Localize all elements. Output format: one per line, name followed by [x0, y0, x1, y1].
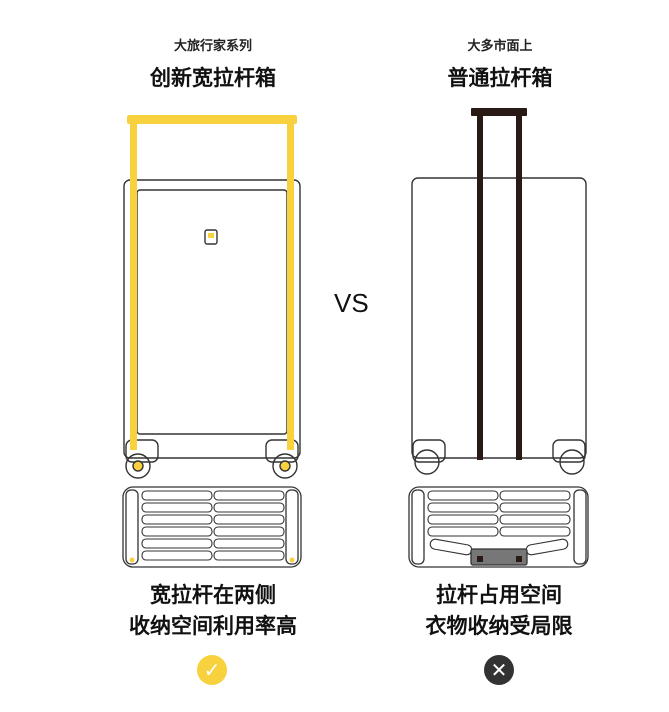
left-interior-top-view [122, 486, 302, 568]
left-subtitle: 大旅行家系列 [173, 39, 252, 54]
right-narrow-handle [471, 108, 527, 460]
left-caption: 宽拉杆在两侧 收纳空间利用率高 [73, 580, 353, 642]
right-caption: 拉杆占用空间 衣物收纳受局限 [359, 580, 639, 642]
check-icon: ✓ [197, 655, 227, 685]
left-suitcase-panel [136, 189, 288, 435]
right-title: 普通拉杆箱 [447, 66, 553, 90]
right-suitcase-illustration [411, 177, 587, 475]
left-caption-line1: 宽拉杆在两侧 [150, 583, 276, 607]
left-caption-line2: 收纳空间利用率高 [129, 614, 297, 638]
left-suitcase-body [123, 179, 301, 459]
right-wheel-icon [559, 449, 585, 475]
right-interior-top-view [408, 486, 589, 568]
right-caption-line1: 拉杆占用空间 [436, 583, 562, 607]
cross-icon: ✕ [484, 655, 514, 685]
left-wheel-icon [125, 453, 151, 479]
left-title: 创新宽拉杆箱 [150, 66, 276, 90]
left-suitcase-illustration [123, 179, 301, 479]
vs-label: VS [334, 288, 369, 318]
left-wheel-icon [272, 453, 298, 479]
left-luggage-tag-icon [204, 229, 218, 245]
right-subtitle: 大多市面上 [467, 39, 533, 54]
left-wide-handle [127, 115, 297, 450]
right-suitcase-body [411, 177, 587, 459]
right-wheel-icon [414, 449, 440, 475]
right-caption-line2: 衣物收纳受局限 [425, 614, 573, 638]
